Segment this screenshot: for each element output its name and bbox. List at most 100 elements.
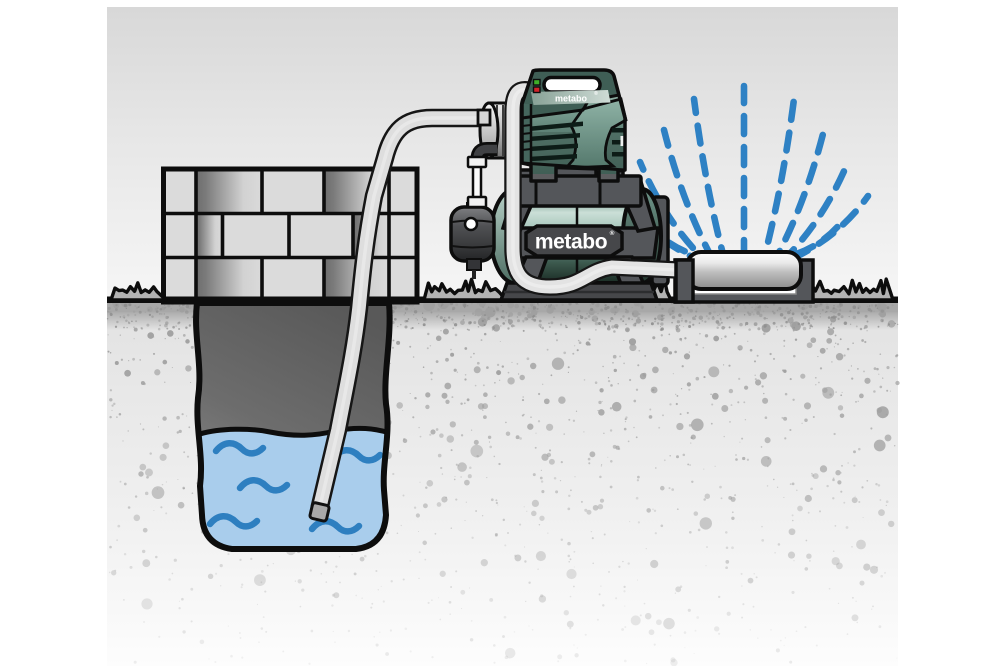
speckle (133, 514, 141, 522)
speckle (713, 310, 716, 314)
speckle (577, 303, 579, 306)
speckle (148, 313, 152, 317)
speckle (182, 630, 186, 634)
speckle (415, 317, 417, 320)
speckle (684, 647, 686, 649)
speckle (554, 332, 557, 336)
speckle (134, 314, 137, 316)
speckle (142, 559, 151, 568)
speckle (617, 383, 619, 385)
speckle (793, 560, 795, 562)
grass-tuft (804, 277, 895, 302)
speckle (147, 332, 154, 339)
speckle (747, 577, 754, 584)
speckle (109, 415, 112, 419)
speckle (598, 409, 605, 416)
speckle (805, 539, 808, 542)
speckle (541, 490, 545, 494)
speckle (450, 348, 452, 351)
speckle (139, 359, 142, 361)
speckle (783, 496, 785, 498)
speckle (470, 444, 484, 458)
speckle (380, 585, 382, 587)
speckle (519, 437, 522, 440)
speckle (402, 494, 405, 497)
speckle (822, 386, 835, 399)
speckle (722, 306, 725, 310)
speckle (833, 432, 836, 436)
speckle (132, 357, 135, 361)
speckle (661, 307, 664, 310)
speckle (613, 330, 616, 333)
speckle (414, 308, 416, 310)
speckle (151, 486, 165, 499)
speckle (171, 367, 173, 369)
speckle (391, 346, 395, 349)
speckle (128, 360, 130, 362)
speckle (843, 354, 846, 357)
speckle (532, 309, 535, 311)
speckle (396, 532, 399, 534)
speckle (153, 509, 155, 512)
speckle (669, 403, 672, 406)
speckle (607, 379, 611, 383)
speckle (668, 333, 671, 336)
speckle (680, 319, 683, 322)
speckle (835, 353, 844, 361)
speckle (241, 656, 244, 659)
speckle (757, 637, 759, 639)
speckle (801, 422, 803, 424)
speckle (686, 411, 689, 414)
speckle (187, 317, 189, 319)
speckle (353, 572, 357, 576)
speckle (549, 304, 556, 310)
speckle (563, 433, 565, 435)
speckle (177, 322, 180, 325)
speckle (514, 554, 517, 557)
speckle (406, 319, 409, 323)
speckle (502, 635, 505, 638)
speckle (725, 566, 728, 570)
water-jet (782, 158, 852, 262)
speckle (464, 378, 467, 381)
speckle (164, 381, 166, 383)
speckle (601, 400, 603, 402)
speckle (483, 392, 488, 398)
speckle (674, 350, 677, 354)
speckle (146, 323, 150, 327)
speckle (241, 583, 244, 586)
speckle (186, 455, 190, 458)
speckle (832, 497, 835, 500)
speckle (108, 571, 111, 574)
speckle (662, 346, 669, 354)
speckle (843, 501, 846, 504)
speckle (470, 429, 473, 431)
speckle (693, 653, 695, 655)
speckle (735, 454, 737, 456)
speckle (181, 597, 184, 601)
speckle (774, 552, 776, 554)
speckle (515, 435, 520, 440)
speckle (679, 413, 682, 416)
speckle (879, 353, 882, 356)
speckle (614, 305, 618, 309)
speckle (430, 371, 433, 375)
speckle (525, 600, 527, 603)
speckle (173, 558, 177, 562)
speckle (436, 502, 442, 507)
speckle (597, 312, 599, 315)
speckle (413, 506, 417, 509)
speckle (804, 418, 808, 423)
speckle (449, 613, 451, 615)
speckle (564, 324, 567, 327)
speckle (179, 306, 185, 313)
speckle (811, 474, 815, 477)
speckle (583, 379, 586, 381)
speckle (827, 316, 831, 319)
speckle (832, 315, 836, 319)
speckle (548, 458, 555, 465)
speckle (669, 455, 671, 457)
speckle (215, 572, 218, 575)
speckle (138, 471, 144, 477)
speckle (870, 310, 873, 312)
